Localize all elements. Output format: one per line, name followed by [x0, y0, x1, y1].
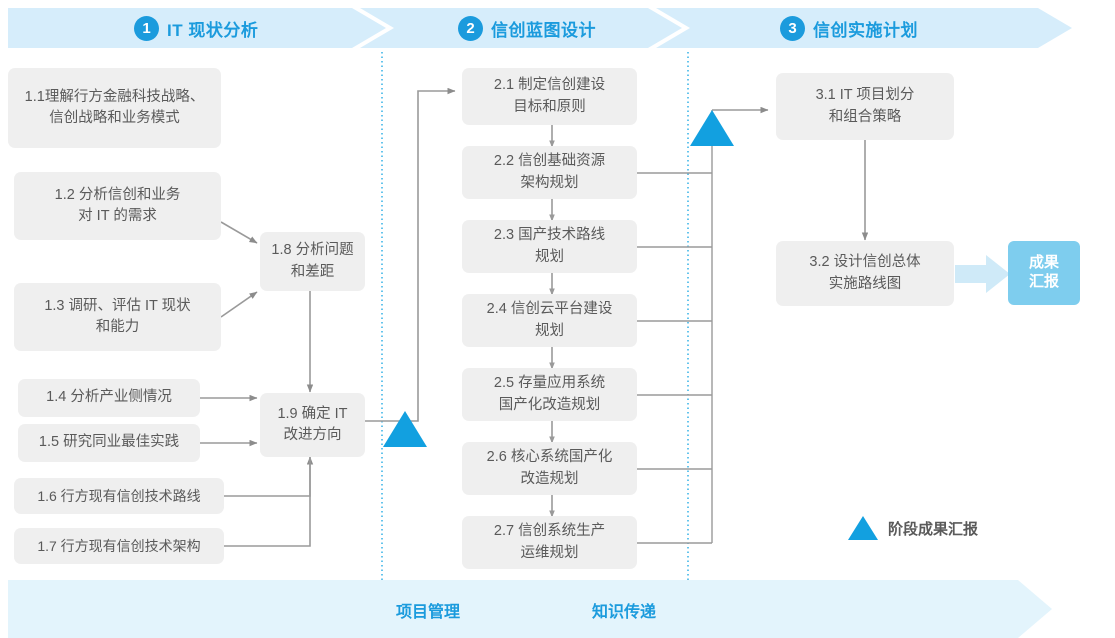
node-1-9[interactable]: 1.9 确定 IT 改进方向	[260, 393, 365, 457]
result-report-label: 成果 汇报	[1028, 254, 1059, 290]
connector-3-2-to-result	[955, 255, 1010, 293]
band-label-knowledge-transfer-text: 知识传递	[592, 604, 657, 621]
phase-header-1[interactable]: 1 IT 现状分析	[134, 8, 258, 48]
node-1-6[interactable]: 1.6 行方现有信创技术路线	[14, 478, 224, 514]
node-1-9-label: 1.9 确定 IT 改进方向	[277, 405, 348, 443]
node-2-1-label: 2.1 制定信创建设 目标和原则	[493, 77, 606, 115]
node-2-2[interactable]: 2.2 信创基础资源 架构规划	[462, 146, 637, 199]
node-1-7-label: 1.7 行方现有信创技术架构	[37, 537, 201, 554]
node-1-2[interactable]: 1.2 分析信创和业务 对 IT 的需求	[14, 172, 221, 240]
result-report-box[interactable]: 成果 汇报	[1008, 241, 1080, 305]
legend-milestone-label: 阶段成果汇报	[888, 520, 979, 538]
node-1-1-label: 1.1理解行方金融科技战略、 信创战略和业务模式	[24, 88, 205, 126]
band-label-project-management-text: 项目管理	[396, 604, 461, 621]
node-1-5[interactable]: 1.5 研究同业最佳实践	[18, 424, 200, 462]
milestone-triangle-icon	[848, 516, 878, 540]
node-2-4-label: 2.4 信创云平台建设 规划	[486, 301, 613, 339]
node-3-2[interactable]: 3.2 设计信创总体 实施路线图	[776, 241, 954, 306]
node-3-1-label: 3.1 IT 项目划分 和组合策略	[815, 87, 915, 125]
node-1-3-label: 1.3 调研、评估 IT 现状 和能力	[44, 297, 191, 335]
legend-milestone: 阶段成果汇报	[848, 516, 978, 540]
node-2-5[interactable]: 2.5 存量应用系统 国产化改造规划	[462, 368, 637, 421]
node-2-6[interactable]: 2.6 核心系统国产化 改造规划	[462, 442, 637, 495]
connector-bus-phase2-to-3-1	[637, 110, 713, 544]
node-3-2-label: 3.2 设计信创总体 实施路线图	[809, 254, 921, 292]
phase-header-2[interactable]: 2 信创蓝图设计	[458, 8, 596, 48]
node-2-3-label: 2.3 国产技术路线 规划	[493, 227, 606, 265]
band-label-knowledge-transfer[interactable]: 知识传递	[592, 598, 656, 622]
node-2-2-label: 2.2 信创基础资源 架构规划	[493, 153, 606, 191]
connector-1-2-to-1-8	[220, 221, 258, 244]
node-1-2-label: 1.2 分析信创和业务 对 IT 的需求	[54, 186, 181, 224]
node-1-7[interactable]: 1.7 行方现有信创技术架构	[14, 528, 224, 564]
node-2-1[interactable]: 2.1 制定信创建设 目标和原则	[462, 68, 637, 125]
connector-1-6-to-1-9	[224, 456, 314, 497]
node-2-7-label: 2.7 信创系统生产 运维规划	[493, 523, 606, 561]
node-2-4[interactable]: 2.4 信创云平台建设 规划	[462, 294, 637, 347]
phase-header-3[interactable]: 3 信创实施计划	[780, 8, 918, 48]
milestone-triangle-phase1	[383, 411, 427, 447]
phase-title-1: IT 现状分析	[167, 20, 259, 40]
node-2-5-label: 2.5 存量应用系统 国产化改造规划	[493, 375, 606, 413]
connector-1-3-to-1-8	[220, 291, 258, 318]
node-1-4[interactable]: 1.4 分析产业侧情况	[18, 379, 200, 417]
node-1-4-label: 1.4 分析产业侧情况	[46, 389, 172, 406]
bottom-band	[8, 580, 1052, 638]
node-2-3[interactable]: 2.3 国产技术路线 规划	[462, 220, 637, 273]
connector-1-7-to-1-9	[224, 457, 311, 547]
connector-1-9-to-2-1	[365, 87, 456, 422]
node-1-6-label: 1.6 行方现有信创技术路线	[37, 487, 201, 504]
node-3-1[interactable]: 3.1 IT 项目划分 和组合策略	[776, 73, 954, 140]
phase-number-3: 3	[780, 15, 805, 41]
node-1-1[interactable]: 1.1理解行方金融科技战略、 信创战略和业务模式	[8, 68, 221, 148]
node-1-3[interactable]: 1.3 调研、评估 IT 现状 和能力	[14, 283, 221, 351]
band-label-project-management[interactable]: 项目管理	[396, 598, 460, 622]
node-2-7[interactable]: 2.7 信创系统生产 运维规划	[462, 516, 637, 569]
phase-title-2: 信创蓝图设计	[491, 20, 596, 40]
node-1-8[interactable]: 1.8 分析问题 和差距	[260, 232, 365, 291]
node-1-5-label: 1.5 研究同业最佳实践	[38, 434, 180, 451]
node-1-8-label: 1.8 分析问题 和差距	[271, 242, 354, 280]
phase-number-1: 1	[134, 15, 159, 41]
phase-title-3: 信创实施计划	[813, 20, 918, 40]
milestone-triangle-phase2	[690, 110, 734, 146]
phase-number-2: 2	[458, 15, 483, 41]
node-2-6-label: 2.6 核心系统国产化 改造规划	[486, 449, 613, 487]
